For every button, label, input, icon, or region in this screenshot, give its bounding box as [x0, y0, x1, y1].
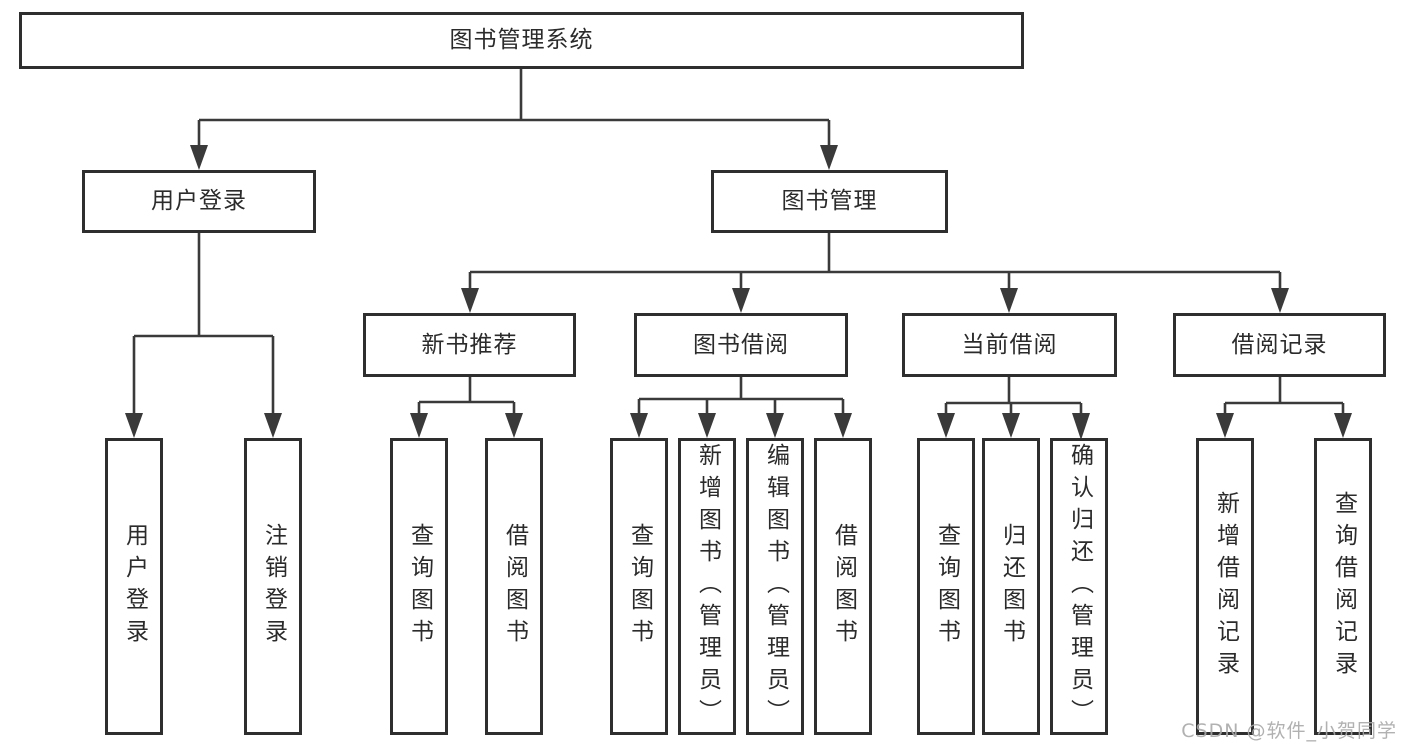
leaf-return-books: 归还图书 [982, 438, 1040, 735]
node-borrow-records: 借阅记录 [1173, 313, 1386, 377]
leaf-user-login-label: 用户登录 [121, 522, 148, 651]
leaf-query-books-borrow: 查询图书 [610, 438, 668, 735]
leaf-query-books-current: 查询图书 [917, 438, 975, 735]
connector-current-borrow [937, 377, 1090, 440]
leaf-return-books-label: 归还图书 [998, 522, 1025, 651]
leaf-logout-label: 注销登录 [260, 522, 287, 651]
watermark: CSDN @软件_小贺同学 [1181, 720, 1397, 742]
leaf-borrow-books-label: 借阅图书 [830, 522, 857, 651]
leaf-add-books-admin: 新增图书（管理员） [678, 438, 736, 735]
leaf-logout: 注销登录 [244, 438, 302, 735]
leaf-query-books-borrow-label: 查询图书 [626, 522, 653, 651]
connector-user-login [125, 233, 282, 438]
leaf-add-borrow-record: 新增借阅记录 [1196, 438, 1254, 735]
leaf-add-books-admin-label: 新增图书（管理员） [694, 442, 721, 731]
leaf-user-login: 用户登录 [105, 438, 163, 735]
leaf-query-borrow-record: 查询借阅记录 [1314, 438, 1372, 735]
node-book-borrow: 图书借阅 [634, 313, 848, 377]
connector-root [190, 69, 838, 170]
leaf-edit-books-admin: 编辑图书（管理员） [746, 438, 804, 735]
node-book-mgmt-label: 图书管理 [781, 188, 878, 214]
leaf-query-borrow-record-label: 查询借阅记录 [1330, 490, 1357, 683]
leaf-add-borrow-record-label: 新增借阅记录 [1212, 490, 1239, 683]
leaf-edit-books-admin-label: 编辑图书（管理员） [762, 442, 789, 731]
connector-book-mgmt [461, 233, 1289, 313]
leaf-query-books-rec-label: 查询图书 [406, 522, 433, 651]
leaf-borrow-books-rec: 借阅图书 [485, 438, 543, 735]
node-new-book-rec: 新书推荐 [363, 313, 576, 377]
node-book-mgmt: 图书管理 [711, 170, 948, 233]
node-root: 图书管理系统 [19, 12, 1024, 69]
leaf-confirm-return-admin: 确认归还（管理员） [1050, 438, 1108, 735]
node-current-borrow-label: 当前借阅 [961, 331, 1058, 358]
connector-borrow-records [1216, 377, 1352, 438]
node-book-borrow-label: 图书借阅 [693, 331, 789, 358]
node-new-book-rec-label: 新书推荐 [421, 331, 518, 358]
connector-new-book-rec [410, 377, 523, 438]
leaf-borrow-books: 借阅图书 [814, 438, 872, 735]
node-borrow-records-label: 借阅记录 [1231, 331, 1328, 358]
leaf-query-books-current-label: 查询图书 [933, 522, 960, 651]
node-root-label: 图书管理系统 [449, 27, 594, 53]
node-user-login: 用户登录 [82, 170, 316, 233]
leaf-borrow-books-rec-label: 借阅图书 [501, 522, 528, 651]
node-current-borrow: 当前借阅 [902, 313, 1117, 377]
connector-book-borrow [630, 377, 852, 438]
leaf-confirm-return-admin-label: 确认归还（管理员） [1066, 442, 1093, 731]
node-user-login-label: 用户登录 [151, 188, 247, 214]
leaf-query-books-rec: 查询图书 [390, 438, 448, 735]
